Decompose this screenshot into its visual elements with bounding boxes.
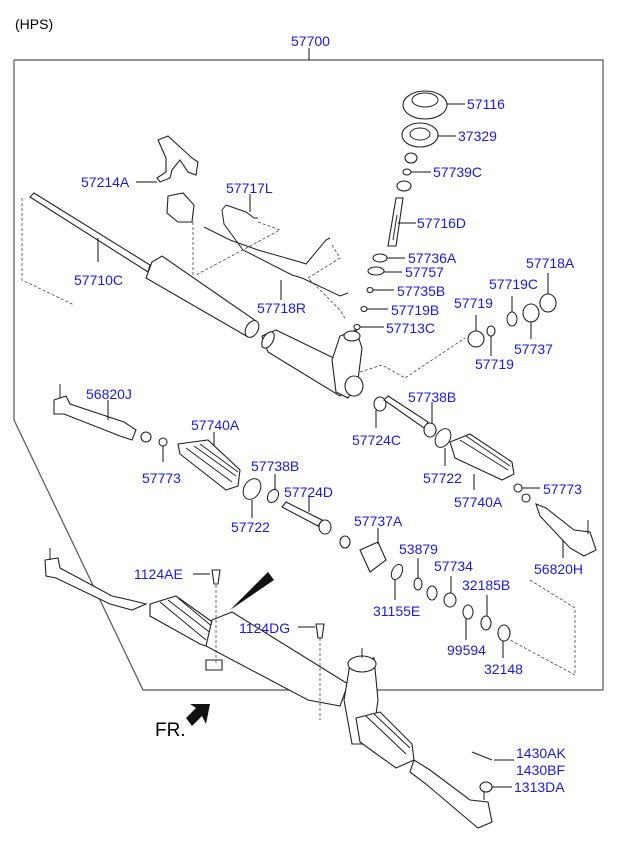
part-57719-57737-group [467, 273, 557, 356]
part-label-57740A-right[interactable]: 57740A [454, 494, 503, 510]
part-label-57722-right[interactable]: 57722 [423, 470, 462, 486]
part-label-57737[interactable]: 57737 [514, 341, 553, 357]
part-label-57716D[interactable]: 57716D [417, 215, 467, 231]
part-label-99594[interactable]: 99594 [447, 642, 486, 658]
part-label-57735B[interactable]: 57735B [397, 283, 446, 299]
part-label-57719C[interactable]: 57719C [489, 276, 539, 292]
part-57710C-tube [21, 192, 260, 338]
assembly-number-label[interactable]: 57700 [291, 33, 330, 49]
part-label-57734[interactable]: 57734 [434, 558, 473, 574]
part-label-57773-right[interactable]: 57773 [543, 481, 582, 497]
part-label-57773-left[interactable]: 57773 [142, 470, 181, 486]
part-label-57738B-left[interactable]: 57738B [251, 458, 300, 474]
part-label-53879[interactable]: 53879 [399, 541, 438, 557]
part-label-57724C[interactable]: 57724C [352, 432, 402, 448]
part-label-37329[interactable]: 37329 [458, 128, 497, 144]
part-57736A-57757-rings [353, 253, 405, 331]
part-rack-housing [261, 329, 466, 399]
part-label-57740A-left[interactable]: 57740A [191, 417, 240, 433]
part-label-57719B[interactable]: 57719B [391, 302, 440, 318]
part-label-57116[interactable]: 57116 [467, 96, 505, 112]
part-label-57713C[interactable]: 57713C [386, 320, 436, 336]
part-assembled-rack [44, 548, 514, 829]
part-label-1124AE[interactable]: 1124AE [134, 566, 183, 582]
part-37329-plate [401, 122, 456, 148]
part-label-57718A[interactable]: 57718A [526, 255, 575, 271]
part-label-31155E[interactable]: 31155E [373, 603, 421, 619]
variant-label: (HPS) [15, 16, 54, 32]
part-label-1124DG[interactable]: 1124DG [239, 620, 291, 636]
part-label-1430AK[interactable]: 1430AK [516, 745, 566, 761]
part-label-57710C[interactable]: 57710C [74, 272, 124, 288]
part-57724D-inner-tie-rod [281, 496, 332, 535]
part-56820J-tie-rod-end [53, 384, 168, 462]
part-label-1313DA[interactable]: 1313DA [514, 779, 565, 795]
part-label-32185B[interactable]: 32185B [462, 577, 511, 593]
part-label-56820J[interactable]: 56820J [86, 386, 132, 402]
part-57722-57738B-left [242, 474, 280, 518]
part-label-57757[interactable]: 57757 [405, 264, 444, 280]
part-56820H-tie-rod-end [535, 503, 597, 558]
part-label-57739C[interactable]: 57739C [433, 164, 483, 180]
part-label-32148[interactable]: 32148 [484, 661, 523, 677]
part-57116-cap [402, 90, 465, 120]
part-label-57738B-right[interactable]: 57738B [408, 389, 457, 405]
part-label-57719-lower[interactable]: 57719 [475, 356, 514, 372]
part-label-57722-left[interactable]: 57722 [231, 519, 270, 535]
part-label-1430BF[interactable]: 1430BF [516, 762, 566, 778]
part-57717L-57718R-pipes [195, 194, 349, 321]
part-label-57724D[interactable]: 57724D [284, 484, 334, 500]
part-57740A-boot-left [177, 432, 241, 491]
part-label-57736A[interactable]: 57736A [408, 250, 457, 266]
part-label-57737A[interactable]: 57737A [354, 513, 403, 529]
part-label-57719-upper[interactable]: 57719 [454, 295, 493, 311]
part-label-57718R[interactable]: 57718R [257, 300, 307, 316]
part-57740A-boot-right [373, 395, 540, 503]
part-label-56820H[interactable]: 56820H [534, 561, 584, 577]
front-arrow-icon [186, 704, 210, 726]
part-label-57214A[interactable]: 57214A [81, 174, 130, 190]
part-label-57717L[interactable]: 57717L [226, 180, 273, 196]
part-57716D-pinion [387, 197, 416, 247]
part-57739C-stack [396, 152, 431, 192]
part-57214A-clamp [136, 135, 199, 223]
part-57737A-bushing-set [339, 528, 576, 676]
front-indicator-label: FR. [155, 720, 186, 741]
